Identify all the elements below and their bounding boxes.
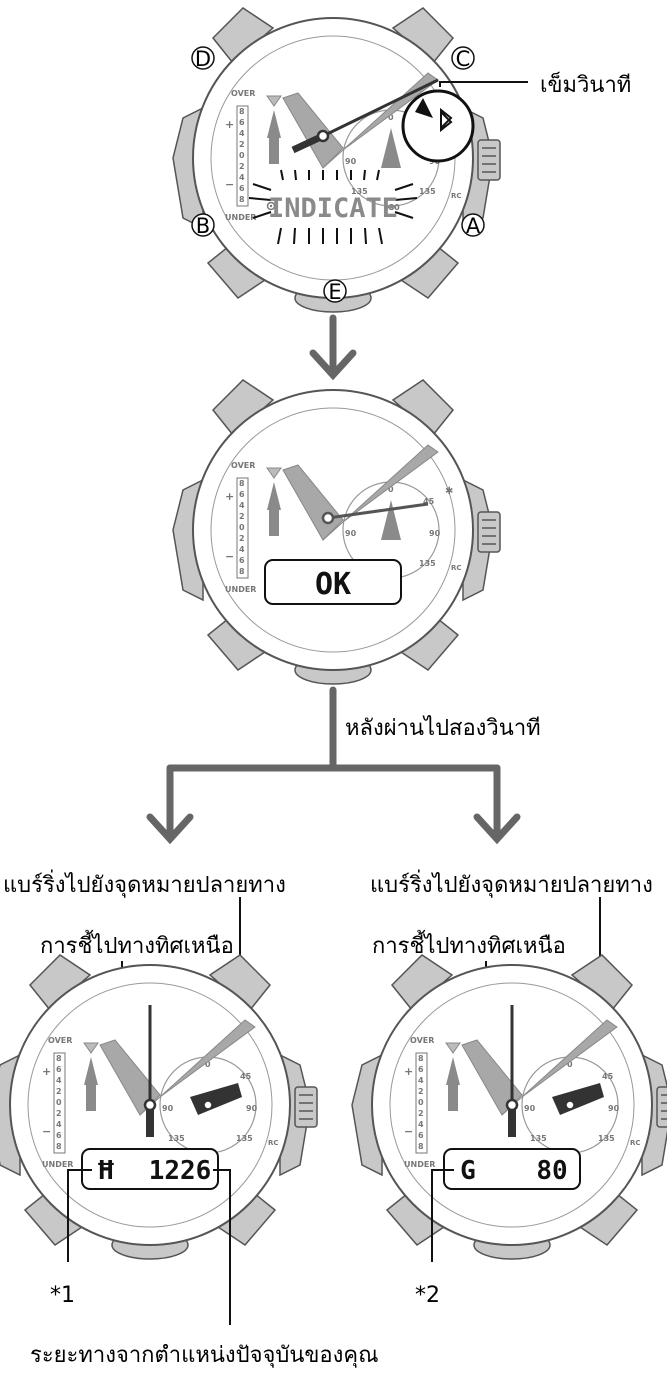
second-hand (322, 78, 439, 138)
display-distance-value: 80 (536, 1156, 567, 1186)
watch-3-distance: Ħ 1226 (0, 954, 318, 1260)
callout-line-footnote-2 (431, 1169, 454, 1262)
label-second-hand: เข็มวินาที (540, 70, 631, 98)
button-d-label: D (195, 47, 211, 71)
callout-line-footnote-1 (67, 1169, 92, 1262)
display-ok-text: OK (315, 567, 351, 602)
callout-line-distance (213, 1169, 231, 1325)
footnote-2: *2 (415, 1283, 440, 1308)
label-distance: ระยะทางจากตำแหน่งปัจจุบันของคุณ (30, 1343, 378, 1368)
footnote-1: *1 (50, 1283, 75, 1308)
button-b-label: B (196, 214, 210, 238)
label-bearing-left: แบร์ริ่งไปยังจุดหมายปลายทาง (3, 869, 286, 898)
bearing-hand (190, 1083, 242, 1115)
display-flash (248, 169, 418, 245)
watch-1-indicate: INDICATE D C B A E (172, 7, 501, 313)
display-box (264, 559, 402, 605)
label-after-two-seconds: หลังผ่านไปสองวินาที (345, 715, 541, 741)
flow-split (146, 686, 521, 845)
bearing-hand (552, 1083, 604, 1115)
callout-line-second-hand (439, 81, 528, 87)
watch-2-ok: ✱ OK (172, 379, 501, 685)
display-distance-value: 1226 (149, 1156, 212, 1186)
button-a-label: A (466, 214, 481, 238)
label-north-right: การชี้ไปทางทิศเหนือ (372, 930, 566, 959)
display-mode-g: G (460, 1156, 476, 1186)
watch-4-distance: G 80 (351, 954, 667, 1260)
button-e-label: E (328, 280, 341, 304)
display-mode-h: Ħ (98, 1156, 114, 1186)
label-north-left: การชี้ไปทางทิศเหนือ (40, 930, 234, 959)
bluetooth-icon-2: ✱ (445, 486, 453, 497)
label-bearing-right: แบร์ริ่งไปยังจุดหมายปลายทาง (370, 869, 653, 898)
display-indicate-text: INDICATE (268, 193, 398, 224)
flow-arrow-1 (309, 314, 357, 381)
button-c-label: C (456, 47, 471, 71)
bluetooth-icon (440, 107, 453, 133)
